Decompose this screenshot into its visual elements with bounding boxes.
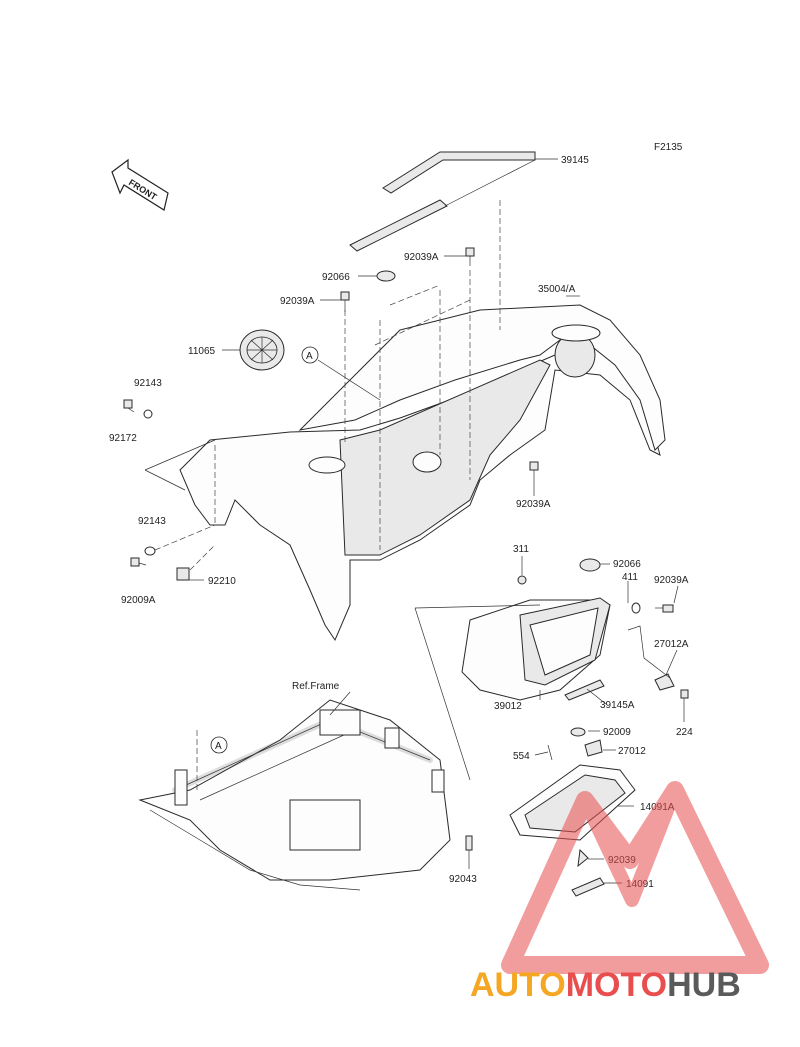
callout-a-top: A: [301, 346, 381, 401]
label-224: 224: [676, 727, 693, 738]
label-27012: 27012: [618, 746, 646, 757]
ref-frame-label: Ref.Frame: [292, 681, 340, 692]
label-92210: 92210: [208, 576, 236, 587]
frame-reference: Ref.Frame: [138, 681, 451, 891]
front-arrow-icon: FRONT: [111, 158, 169, 211]
clip-554-icon: [547, 744, 553, 761]
svg-text:A: A: [215, 741, 222, 752]
bolt-92039A-left-icon: [340, 291, 350, 312]
clip-92210-icon: [176, 567, 190, 581]
label-39145A: 39145A: [600, 700, 635, 711]
label-92039A-left: 92039A: [280, 296, 315, 307]
watermark-logo: [501, 781, 769, 974]
label-92066-right: 92066: [613, 559, 641, 570]
latch-27012-icon: [584, 739, 603, 757]
label-92009: 92009: [603, 727, 631, 738]
label-92009A: 92009A: [121, 595, 156, 606]
grille-11065: [239, 329, 285, 371]
hinge-rod: [627, 625, 671, 679]
washer-92143-top-icon: [143, 409, 153, 419]
washer-92143-low-icon: [144, 546, 156, 556]
label-92143-low: 92143: [138, 516, 166, 527]
seal-39145A-icon: [564, 679, 605, 701]
screw-92172-icon: [123, 399, 135, 413]
bolt-92039A-mid-icon: [529, 461, 539, 478]
nut-311-icon: [517, 575, 527, 585]
label-92066-top: 92066: [322, 272, 350, 283]
label-92039A-right: 92039A: [654, 575, 689, 586]
label-11065: 11065: [188, 346, 216, 357]
seal-strip-39145: [349, 151, 536, 252]
watermark-part3: HUB: [667, 966, 741, 1004]
bolt-92039-icon: [577, 848, 589, 868]
screw-92009-icon: [570, 727, 586, 737]
label-92143-top: 92143: [134, 378, 162, 389]
cap-92066-right-icon: [579, 558, 601, 572]
front-fender-body: [179, 304, 666, 642]
label-39145: 39145: [561, 155, 589, 166]
cap-92066-top-icon: [376, 270, 396, 282]
label-39012: 39012: [494, 701, 522, 712]
washer-411-icon: [631, 602, 641, 614]
label-411: 411: [622, 572, 638, 583]
svg-text:A: A: [306, 351, 313, 362]
label-27012A: 27012A: [654, 639, 689, 650]
handle-14091-icon: [571, 877, 605, 897]
watermark-text: AUTOMOTOHUB: [470, 966, 741, 1004]
label-92039A-top: 92039A: [404, 252, 439, 263]
label-311: 311: [513, 544, 529, 555]
pin-92043-icon: [465, 835, 473, 851]
label-92039A-mid: 92039A: [516, 499, 551, 510]
bolt-224-icon: [680, 689, 689, 706]
label-92043: 92043: [449, 874, 477, 885]
callout-a-bottom: A: [210, 736, 228, 754]
label-554: 554: [513, 751, 530, 762]
watermark-part1: AUTO: [470, 966, 566, 1004]
bolt-92039A-right-icon: [655, 604, 674, 613]
latch-27012A-icon: [654, 673, 675, 691]
figure-code: F2135: [654, 142, 683, 153]
label-35004A: 35004/A: [538, 284, 576, 295]
storage-box-39012: [414, 597, 611, 781]
screw-92009A-icon: [130, 557, 147, 567]
watermark-part2: MOTO: [566, 966, 667, 1004]
label-92172: 92172: [109, 433, 137, 444]
bolt-92039A-top-icon: [465, 247, 475, 266]
